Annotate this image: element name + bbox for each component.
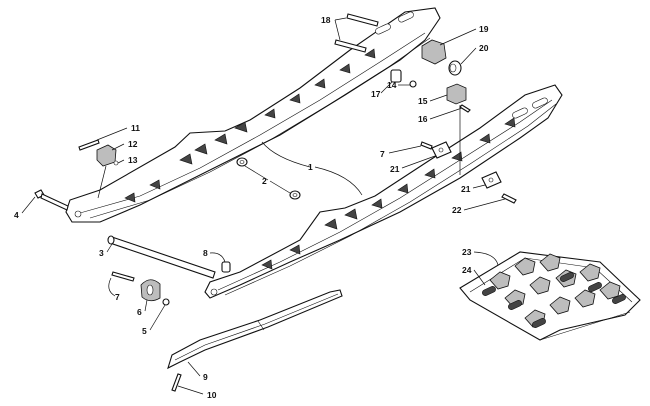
callout-12: 12 [128, 139, 138, 149]
callout-3: 3 [99, 248, 104, 258]
callout-4: 4 [14, 210, 19, 220]
callout-22: 22 [452, 205, 462, 215]
callout-14: 14 [387, 80, 397, 90]
track-segment [459, 251, 641, 341]
callout-17: 17 [371, 89, 381, 99]
callout-11: 11 [131, 123, 140, 133]
hardware [34, 13, 517, 392]
callout-21-right: 21 [461, 184, 471, 194]
callout-15: 15 [418, 96, 428, 106]
callout-16: 16 [418, 114, 428, 124]
callout-24: 24 [462, 265, 472, 275]
callout-5: 5 [142, 326, 147, 336]
rail-upper-cutouts [124, 48, 376, 203]
callout-19: 19 [479, 24, 489, 34]
callout-labels: 1 2 3 4 5 6 7 7 8 9 10 11 12 13 14 15 16… [14, 15, 489, 400]
callout-8: 8 [203, 248, 208, 258]
rail-lower-cutouts [261, 117, 516, 270]
slide [167, 289, 343, 370]
callout-2: 2 [262, 176, 267, 186]
callout-23: 23 [462, 247, 472, 257]
callout-10: 10 [207, 390, 217, 400]
callout-7-right: 7 [380, 149, 385, 159]
callout-21-left: 21 [390, 164, 400, 174]
rail-upper [65, 7, 441, 223]
shaft [107, 235, 216, 279]
callout-13: 13 [128, 155, 138, 165]
rail-lower [204, 84, 563, 299]
callout-20: 20 [479, 43, 489, 53]
callout-9: 9 [203, 372, 208, 382]
callout-1: 1 [308, 162, 313, 172]
callout-18: 18 [321, 15, 331, 25]
track-clips [482, 272, 626, 328]
callout-6: 6 [137, 307, 142, 317]
leader-lines [21, 17, 506, 395]
callout-7-left: 7 [115, 292, 120, 302]
